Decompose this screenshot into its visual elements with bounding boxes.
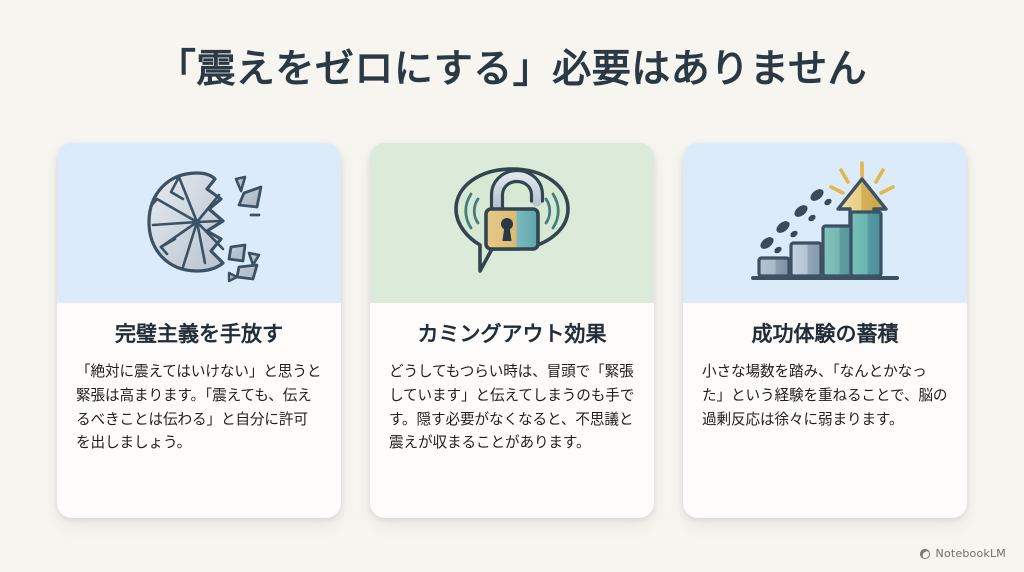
card-2-title: カミングアウト効果: [417, 322, 607, 346]
card-2-media: [370, 143, 654, 303]
card-1-body: 完璧主義を手放す 「絶対に震えてはいけない」と思うと緊張は高まります。「震えても…: [57, 303, 341, 471]
card-perfectionism[interactable]: 完璧主義を手放す 「絶対に震えてはいけない」と思うと緊張は高まります。「震えても…: [57, 143, 341, 518]
card-1-title: 完璧主義を手放す: [115, 322, 283, 346]
brand-label: NotebookLM: [935, 547, 1006, 560]
notebooklm-logo-icon: [919, 548, 931, 560]
card-3-body: 成功体験の蓄積 小さな場数を踏み、「なんとかなった」という経験を重ねることで、脳…: [683, 303, 967, 447]
ascending-bars-footsteps-arrow-icon: [745, 157, 905, 289]
shattered-sphere-icon: [135, 159, 263, 287]
card-1-media: [57, 143, 341, 303]
card-success-accumulation[interactable]: 成功体験の蓄積 小さな場数を踏み、「なんとかなった」という経験を重ねることで、脳…: [683, 143, 967, 518]
card-coming-out-effect[interactable]: カミングアウト効果 どうしてもつらい時は、冒頭で「緊張しています」と伝えてしまう…: [370, 143, 654, 518]
card-row: 完璧主義を手放す 「絶対に震えてはいけない」と思うと緊張は高まります。「震えても…: [57, 143, 967, 518]
page-title: 「震えをゼロにする」必要はありません: [156, 47, 868, 92]
card-3-media: [683, 143, 967, 303]
card-1-text: 「絶対に震えてはいけない」と思うと緊張は高まります。「震えても、伝えるべきことは…: [76, 363, 322, 452]
brand-footer: NotebookLM: [919, 547, 1006, 560]
card-2-body: カミングアウト効果 どうしてもつらい時は、冒頭で「緊張しています」と伝えてしまう…: [370, 303, 654, 471]
card-2-text: どうしてもつらい時は、冒頭で「緊張しています」と伝えてしまうのも手です。隠す必要…: [389, 363, 635, 452]
card-3-title: 成功体験の蓄積: [751, 322, 899, 346]
speech-bubble-unlocked-padlock-icon: [442, 159, 582, 287]
card-3-text: 小さな場数を踏み、「なんとかなった」という経験を重ねることで、脳の過剰反応は徐々…: [702, 363, 948, 428]
